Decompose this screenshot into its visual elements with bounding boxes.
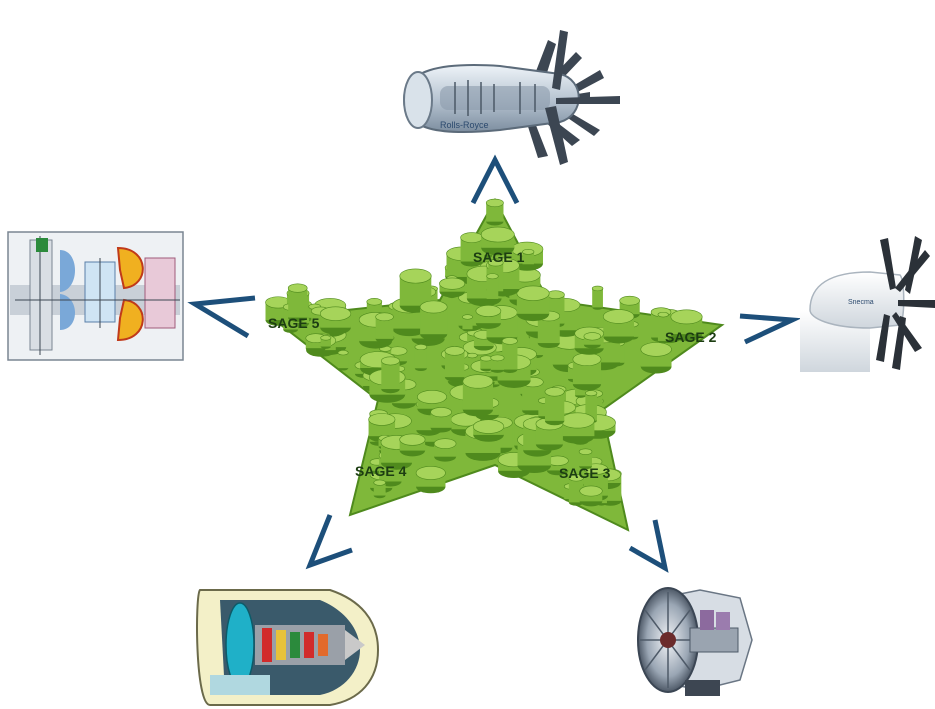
arrow-right <box>740 316 792 342</box>
star-cylinder <box>320 307 351 335</box>
star-cylinder <box>573 353 601 391</box>
geared-turbofan-cutaway-icon <box>197 590 378 705</box>
open-rotor-engine-icon: Rolls-Royce <box>404 30 620 165</box>
star-cylinder <box>476 305 501 328</box>
star-cylinder <box>416 466 445 493</box>
star-cylinder <box>486 199 503 226</box>
star-cylinder <box>487 274 499 302</box>
star-cylinder <box>434 439 456 462</box>
star-cylinder <box>561 413 595 444</box>
arrow-down-right <box>630 520 665 568</box>
star-cylinder <box>374 480 386 498</box>
turboshaft-cutaway-icon <box>8 232 183 360</box>
label-sage5: SAGE 5 <box>268 315 320 331</box>
star-cylinder <box>439 278 464 297</box>
label-sage1: SAGE 1 <box>473 249 525 265</box>
star-cylinder <box>502 338 517 373</box>
star-cylinder <box>420 301 447 340</box>
arrow-left <box>195 298 255 336</box>
star-cylinder <box>517 286 549 321</box>
star-cylinder <box>603 310 634 344</box>
star-cylinder <box>580 486 603 506</box>
star-cylinder <box>463 375 493 417</box>
star-cylinder <box>473 420 504 442</box>
star-cylinder <box>584 333 601 349</box>
label-sage3: SAGE 3 <box>559 465 611 481</box>
star-cylinder <box>321 336 331 349</box>
star-cylinder <box>491 355 504 373</box>
star-cylinder <box>462 315 472 332</box>
turbofan-cutaway-icon <box>638 588 752 696</box>
rolls-royce-logo-text: Rolls-Royce <box>440 120 489 130</box>
star-cylinder <box>415 344 427 371</box>
star-cylinder <box>400 434 425 456</box>
star-cylinder <box>431 407 452 432</box>
label-sage2: SAGE 2 <box>665 329 717 345</box>
star-cylinder <box>338 350 348 370</box>
star-cylinder <box>381 357 399 393</box>
star-cylinder <box>592 286 603 310</box>
star-cylinder <box>376 313 394 343</box>
arrow-down-left <box>310 515 352 565</box>
star-cylinder <box>545 387 564 425</box>
label-sage4: SAGE 4 <box>355 463 407 479</box>
star-cylinder <box>641 342 672 373</box>
open-rotor-nacelle-icon: Snecma <box>800 236 935 372</box>
snecma-logo-text: Snecma <box>848 299 874 306</box>
arrow-up <box>473 160 517 203</box>
star-cylinder <box>445 346 465 381</box>
